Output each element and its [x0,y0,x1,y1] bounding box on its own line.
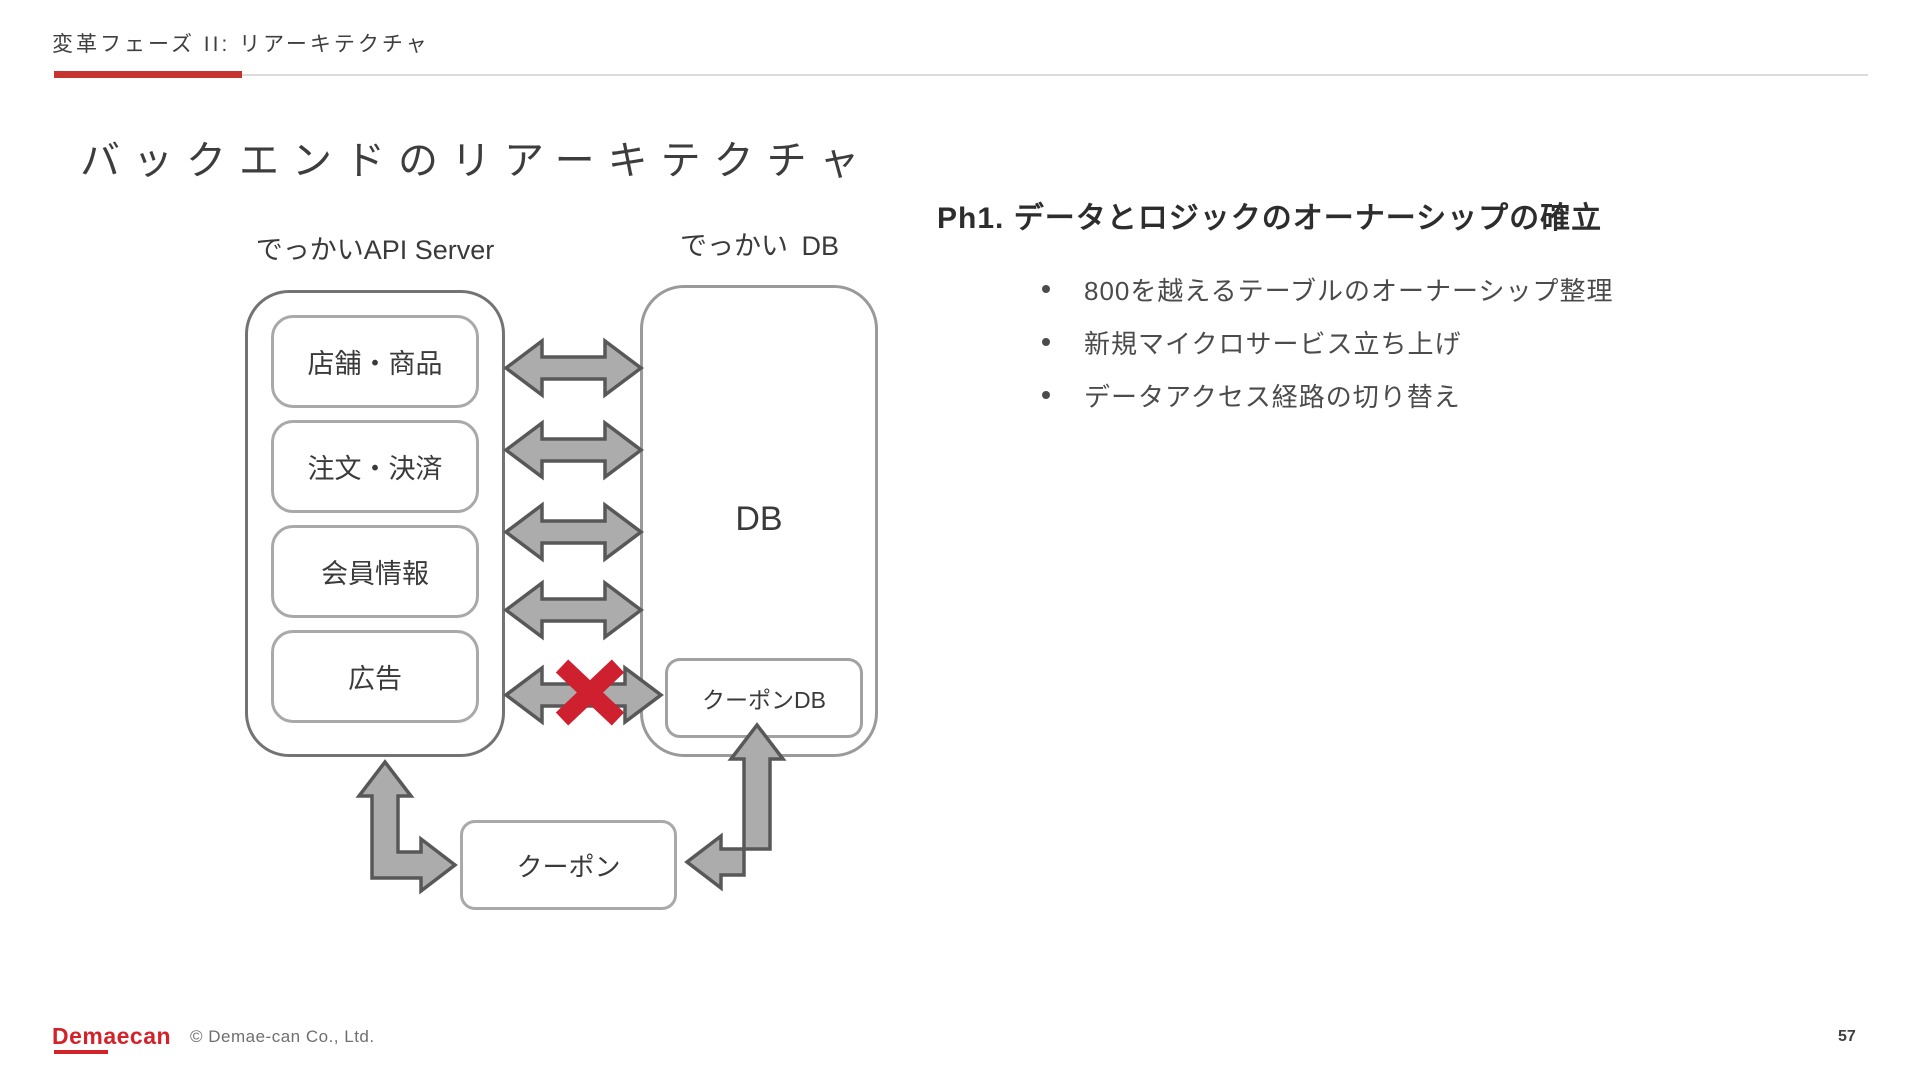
service-box-store-product: 店舗・商品 [271,315,479,408]
bullet-dot [1042,285,1050,293]
demaecan-logo-underline [54,1050,108,1054]
page-number: 57 [1838,1028,1856,1045]
ph1-bullet-list: 800を越えるテーブルのオーナーシップ整理 新規マイクロサービス立ち上げ データ… [1042,272,1614,431]
db-box-label-line1: でっかい [680,228,794,265]
bullet-text: 800を越えるテーブルのオーナーシップ整理 [1084,275,1614,306]
header-divider-line [54,74,1868,76]
page-title: バックエンドのリアーキテクチャ [80,139,873,183]
bullet-text: 新規マイクロサービス立ち上げ [1084,328,1462,359]
db-box: DB クーポンDB [640,285,878,757]
bullet-item-ownership: 800を越えるテーブルのオーナーシップ整理 [1042,272,1614,306]
bullet-text: データアクセス経路の切り替え [1084,381,1461,412]
header-phase-label: 変革フェーズ II: リアーキテクチャ [52,33,430,56]
arrow-order-db [504,421,643,479]
bullet-item-access-path: データアクセス経路の切り替え [1042,378,1614,412]
red-x-icon [555,659,625,726]
header-accent-bar [54,71,242,78]
coupon-service-box: クーポン [460,820,677,910]
coupon-service-label: クーポン [516,851,621,882]
service-label: 店舗・商品 [307,349,443,379]
service-box-order-payment: 注文・決済 [271,420,479,513]
arrow-store-db [504,339,643,397]
bullet-dot [1042,338,1050,346]
arrow-ads-coupondb [503,664,664,726]
bullet-dot [1042,391,1050,399]
db-name-text: DB [735,500,783,538]
service-label: 注文・決済 [307,454,443,484]
service-box-ads: 広告 [271,630,479,723]
api-server-box: 店舗・商品 注文・決済 会員情報 広告 [245,290,505,757]
db-box-label: でっかい DB [680,228,846,265]
ph1-heading: Ph1. データとロジックのオーナーシップの確立 [937,202,1603,235]
service-label: 広告 [348,664,402,694]
service-label: 会員情報 [321,559,429,589]
coupon-db-label: クーポンDB [702,687,826,713]
db-box-label-line2: DB [801,228,846,265]
arrow-member-db [504,503,643,561]
service-box-member-info: 会員情報 [271,525,479,618]
arrow-extra-db [504,581,643,639]
coupon-db-box: クーポンDB [665,658,863,738]
bullet-item-microservice: 新規マイクロサービス立ち上げ [1042,325,1614,359]
copyright-text: © Demae-can Co., Ltd. [190,1027,375,1046]
architecture-diagram: でっかいAPI Server でっかい DB 店舗・商品 注文・決済 会員情報 … [0,0,960,960]
api-server-label: でっかいAPI Server [255,235,495,265]
demaecan-logo: Demaecan [52,1023,172,1049]
arrow-apiserver-coupon [355,759,458,895]
